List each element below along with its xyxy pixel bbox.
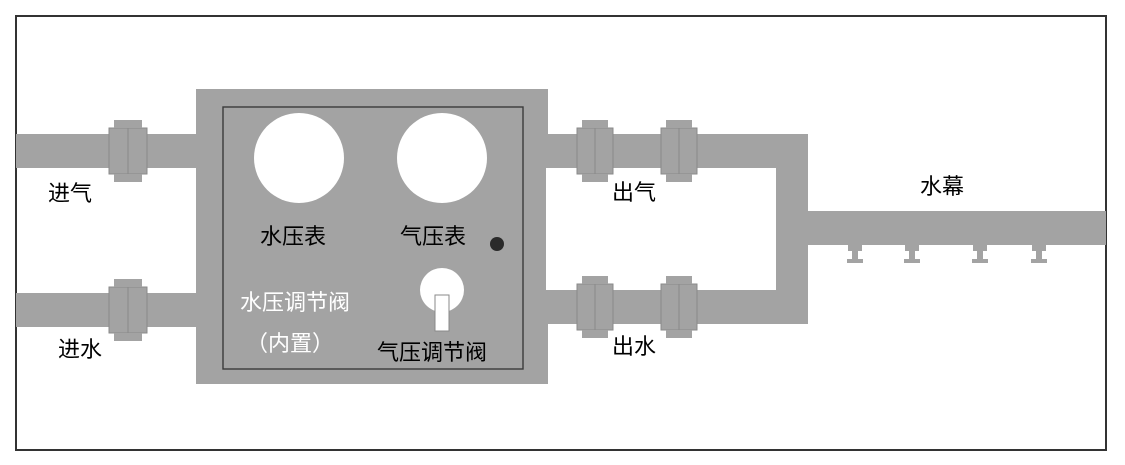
indicator-dot (490, 237, 504, 251)
water-inlet-coupling (108, 279, 148, 341)
air-outlet-label: 出气 (612, 181, 656, 206)
water-outlet-couplings (576, 276, 698, 338)
nozzle (1031, 245, 1047, 263)
water-inlet-label: 进水 (58, 338, 102, 363)
air-pressure-gauge (397, 113, 487, 203)
air-pressure-valve-label: 气压调节阀 (377, 341, 487, 366)
nozzle (847, 245, 863, 263)
water-curtain-pipe (806, 211, 1106, 245)
control-box (196, 89, 548, 384)
water-pressure-valve-note: （内置） (246, 332, 334, 357)
air-outlet-couplings (576, 120, 698, 182)
water-pressure-valve-label: 水压调节阀 (240, 291, 350, 316)
air-inlet-coupling (108, 120, 148, 182)
water-outlet-label: 出水 (612, 335, 656, 360)
air-inlet-pipe (16, 120, 198, 182)
water-pressure-gauge (254, 113, 344, 203)
water-curtain-label: 水幕 (920, 175, 964, 200)
air-inlet-label: 进气 (48, 182, 92, 207)
air-regulating-valve-knob (420, 268, 464, 332)
water-pressure-gauge-label: 水压表 (260, 225, 326, 250)
air-pressure-gauge-label: 气压表 (400, 225, 466, 250)
nozzle (972, 245, 988, 263)
water-curtain-nozzles (847, 245, 1047, 263)
nozzle (904, 245, 920, 263)
water-inlet-pipe (16, 279, 198, 341)
